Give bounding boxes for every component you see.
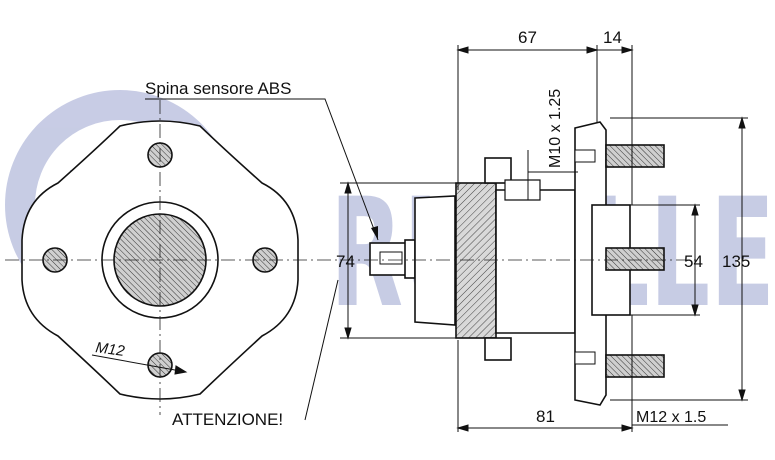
- outer-ring-section: [455, 182, 497, 339]
- side-view: [369, 121, 665, 406]
- dim-total-length: 81: [536, 407, 555, 426]
- mount-lug-bottom: [484, 337, 512, 361]
- bottom-thread-label: M12 x 1.5: [636, 409, 706, 426]
- attention-leader: [304, 279, 339, 421]
- stud-middle: [605, 247, 665, 271]
- sensor-pin-tip: [404, 239, 416, 279]
- dim-hub-diameter: 74: [336, 252, 355, 271]
- attention-label: ATTENZIONE!: [172, 410, 283, 429]
- top-thread-label: M10 x 1.25: [547, 89, 564, 168]
- dim-flange-width: 14: [603, 28, 622, 47]
- dim-top-width: 67: [518, 28, 537, 47]
- dim-flange-diameter: 135: [722, 252, 750, 271]
- abs-sensor-label: Spina sensore ABS: [145, 79, 291, 98]
- mount-lug-top: [484, 157, 512, 184]
- stud-top: [605, 144, 665, 168]
- stud-bottom: [605, 354, 665, 378]
- wheel-flange: [574, 121, 607, 406]
- abs-leader: [145, 98, 379, 241]
- abs-arrow-icon: [371, 226, 378, 240]
- hub-body: [414, 195, 456, 326]
- dimension-lines: [340, 45, 748, 432]
- front-view-centerlines: [5, 100, 340, 415]
- dim-bore-diameter: 54: [684, 252, 703, 271]
- left-thread-label: M12: [94, 339, 126, 360]
- m12-leader: [91, 354, 188, 375]
- bearing-body: [495, 189, 576, 334]
